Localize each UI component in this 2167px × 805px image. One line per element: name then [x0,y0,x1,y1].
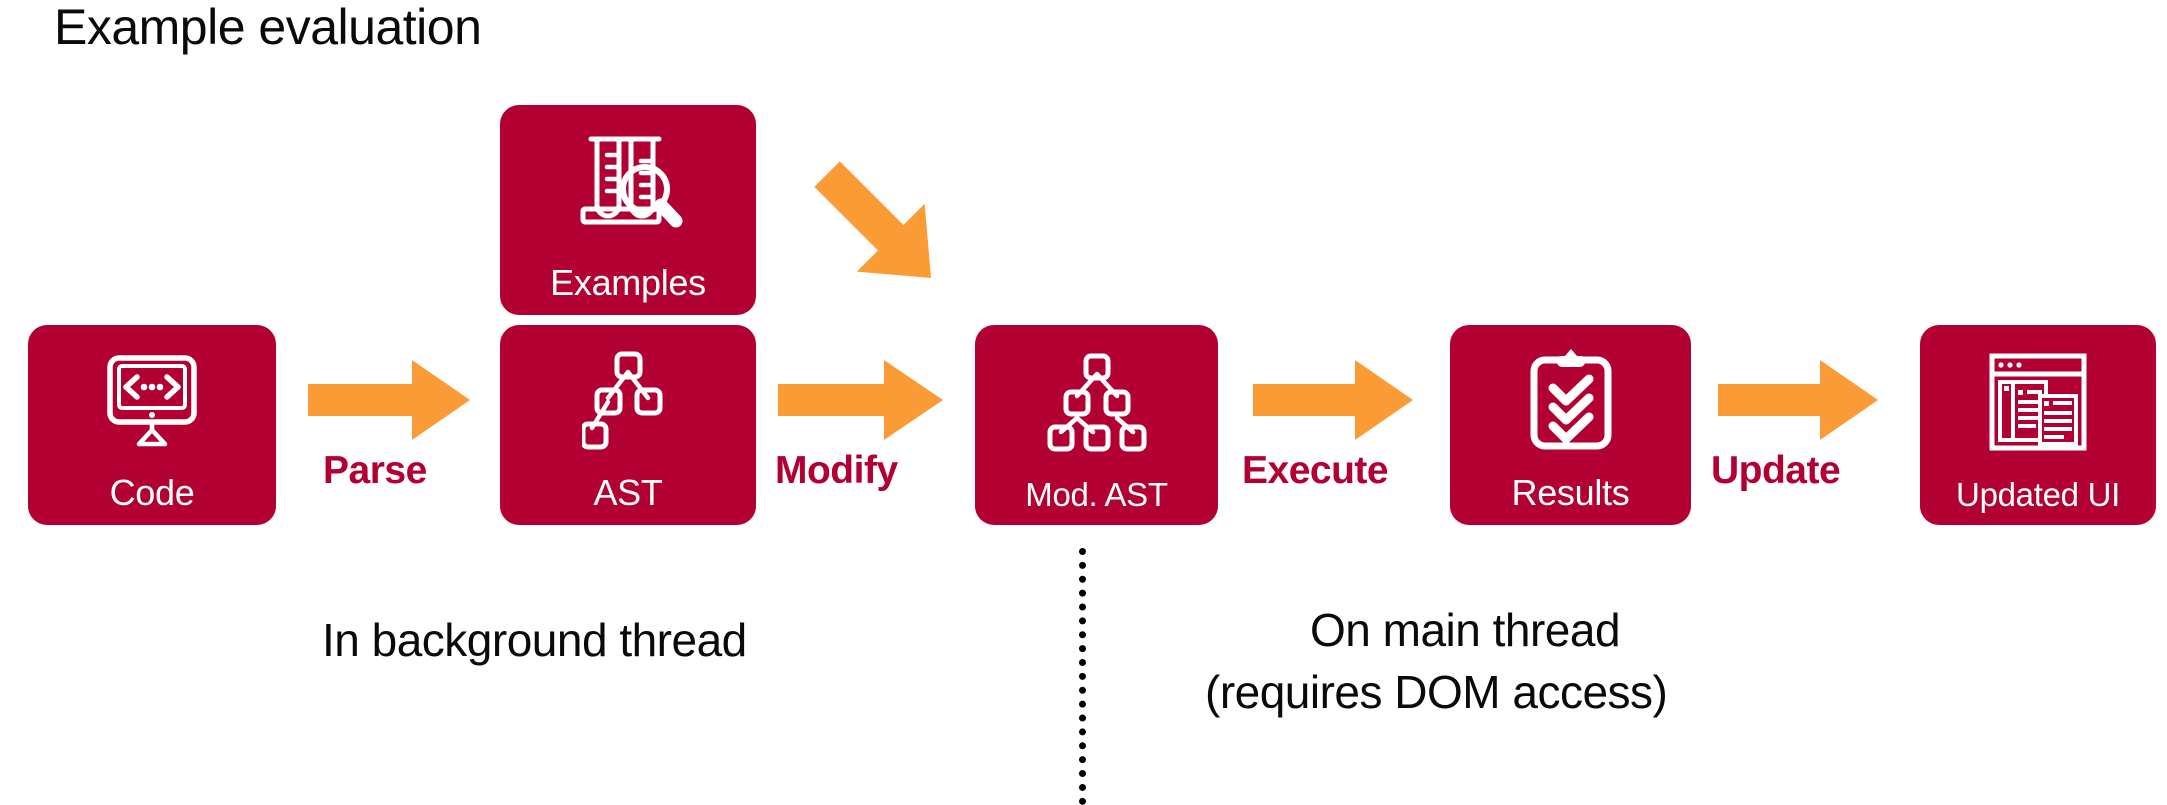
thread-divider-dotted-line [1079,548,1086,805]
stage-label-results: Results [1511,472,1630,513]
arrow-modify [778,360,943,440]
browser-window-icon [1920,325,2156,478]
stage-box-updated-ui[interactable]: Updated UI [1920,325,2156,525]
stage-box-code[interactable]: Code [28,325,276,525]
caption-main-thread: On main thread [1310,604,1621,656]
test-tubes-magnifier-icon [500,105,756,265]
arrow-label-parse: Parse [323,449,427,492]
stage-label-code: Code [109,472,195,513]
stage-box-examples[interactable]: Examples [500,105,756,315]
stage-box-ast[interactable]: AST [500,325,756,525]
stage-label-updated-ui: Updated UI [1956,476,2120,513]
clipboard-checks-icon [1450,325,1691,475]
stage-box-mod-ast[interactable]: Mod. AST [975,325,1218,525]
stage-box-results[interactable]: Results [1450,325,1691,525]
caption-dom-access: (requires DOM access) [1205,666,1668,718]
stage-label-ast: AST [593,472,663,513]
arrow-label-modify: Modify [775,449,898,492]
arrow-execute [1253,360,1413,440]
monitor-code-icon [28,325,276,475]
page-title: Example evaluation [54,0,482,55]
arrow-label-execute: Execute [1242,449,1389,492]
tree-nodes-icon [500,325,756,475]
tree-nodes-full-icon [975,325,1218,478]
arrow-examples-feed [778,125,978,325]
arrow-update [1718,360,1878,440]
arrow-label-update: Update [1711,449,1841,492]
caption-background-thread: In background thread [322,614,747,666]
stage-label-mod-ast: Mod. AST [1025,476,1168,513]
stage-label-examples: Examples [550,262,706,303]
arrow-parse [308,360,470,440]
